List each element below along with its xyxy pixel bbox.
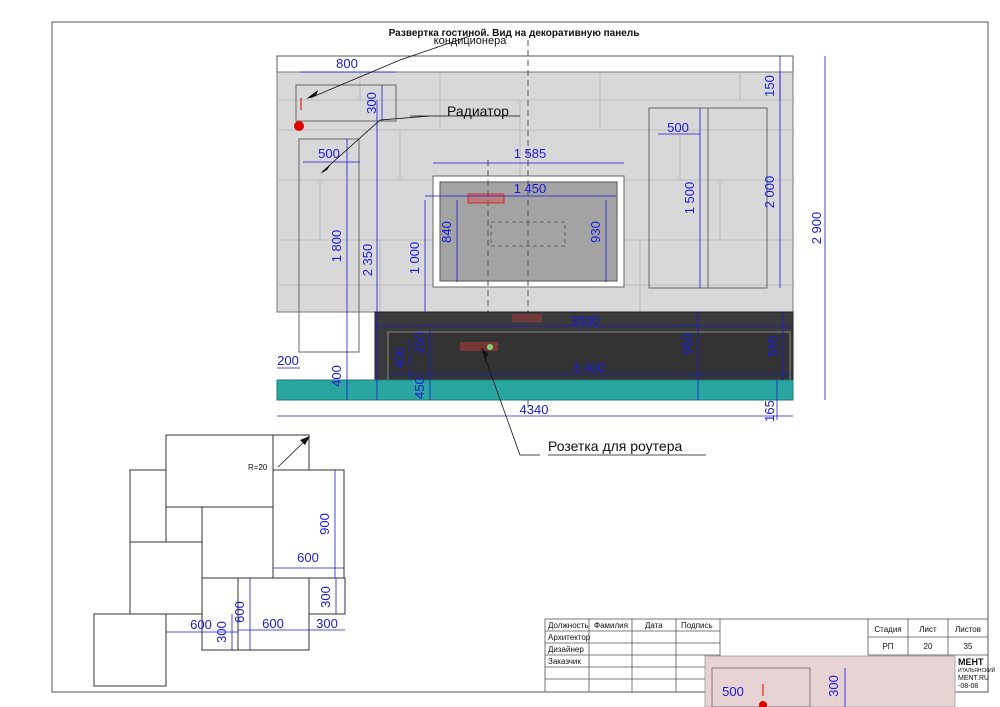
- tb-sheet: 20: [924, 642, 933, 651]
- tb-sheets-header: Листов: [955, 625, 981, 634]
- dim-1000: 1 000: [407, 242, 422, 275]
- dim-250: 250: [412, 332, 427, 354]
- dim-400-cabinet: 400: [392, 347, 407, 369]
- dim-4340: 4340: [520, 402, 549, 417]
- tb-stage-header: Стадия: [874, 625, 901, 634]
- overlay-fragment: [704, 655, 956, 707]
- dim-1500: 1 500: [682, 182, 697, 215]
- tb-header-sign: Подпись: [681, 621, 713, 630]
- router-callout: Розетка для роутера: [548, 438, 683, 454]
- dim-500-left: 500: [318, 146, 340, 161]
- dim-930: 930: [588, 221, 603, 243]
- dim-450: 450: [412, 377, 427, 399]
- dim-165: 165: [762, 400, 777, 422]
- tile-dim-600b: 600: [232, 601, 247, 623]
- router-socket: [460, 342, 498, 351]
- tb-stage: РП: [882, 642, 893, 651]
- dim-2900: 2 900: [809, 212, 824, 245]
- dim-2000: 2 000: [762, 176, 777, 209]
- logo-line-2: ИТАЛЬЯНСКИЙ: [958, 666, 996, 674]
- cabinet: [387, 331, 791, 381]
- dimension-lines: [277, 56, 826, 420]
- dim-400-left: 400: [329, 365, 344, 387]
- dim-840: 840: [439, 221, 454, 243]
- tv-socket: [467, 193, 505, 204]
- tile-radius: R=20: [248, 463, 268, 472]
- tb-header-date: Дата: [645, 621, 663, 630]
- overlay-dim-500: 500: [722, 684, 744, 699]
- left-panel-niche: [298, 138, 360, 353]
- dim-800: 800: [336, 56, 358, 71]
- dim-500-right: 500: [667, 120, 689, 135]
- dim-1800: 1 800: [329, 230, 344, 263]
- dim-3400: 3 400: [573, 360, 606, 375]
- dim-1585: 1 585: [514, 146, 547, 161]
- tile-dim-300b: 300: [316, 616, 338, 631]
- tb-sheet-header: Лист: [919, 625, 937, 634]
- tile-dim-300c: 300: [214, 621, 229, 643]
- logo-line-4: -08-08: [958, 683, 978, 690]
- tile-dim-900: 900: [317, 513, 332, 535]
- leaders: [309, 35, 706, 456]
- overlay-dim-300: 300: [826, 675, 841, 697]
- logo-line-3: MENT.RU: [958, 675, 989, 682]
- dim-1450: 1 450: [514, 181, 547, 196]
- dim-2350: 2 350: [360, 244, 375, 277]
- tile-dim-600d: 600: [190, 617, 212, 632]
- dim-3500: 3500: [571, 313, 600, 328]
- floor-strip: [276, 379, 794, 401]
- tb-header-name: Фамилия: [594, 621, 628, 630]
- tile-dim-300a: 300: [318, 586, 333, 608]
- sheet-frame: [51, 21, 989, 693]
- ac-callout: кондиционера: [434, 35, 508, 47]
- dim-150: 150: [762, 75, 777, 97]
- tb-header-role: Должность: [548, 621, 589, 630]
- radiator-callout: Радиатор: [447, 103, 509, 119]
- dim-585: 585: [765, 335, 780, 357]
- tb-role-designer: Дизайнер: [548, 645, 584, 654]
- tb-sheets: 35: [964, 642, 973, 651]
- drawing-title: Развертка гостиной. Вид на декоративную …: [389, 28, 640, 39]
- ac-niche: [295, 84, 397, 122]
- tb-role-architect: Архитектор: [548, 633, 591, 642]
- tile-dim-600c: 600: [262, 616, 284, 631]
- dim-950: 950: [680, 333, 695, 355]
- tb-role-client: Заказчик: [548, 657, 581, 666]
- tile-dim-600a: 600: [297, 550, 319, 565]
- logo-line-1: МЕНТ: [958, 657, 984, 667]
- ac-outlet-marker: [294, 121, 304, 131]
- dim-300: 300: [364, 92, 379, 114]
- dim-200: 200: [277, 353, 299, 368]
- tile-detail: [93, 434, 346, 687]
